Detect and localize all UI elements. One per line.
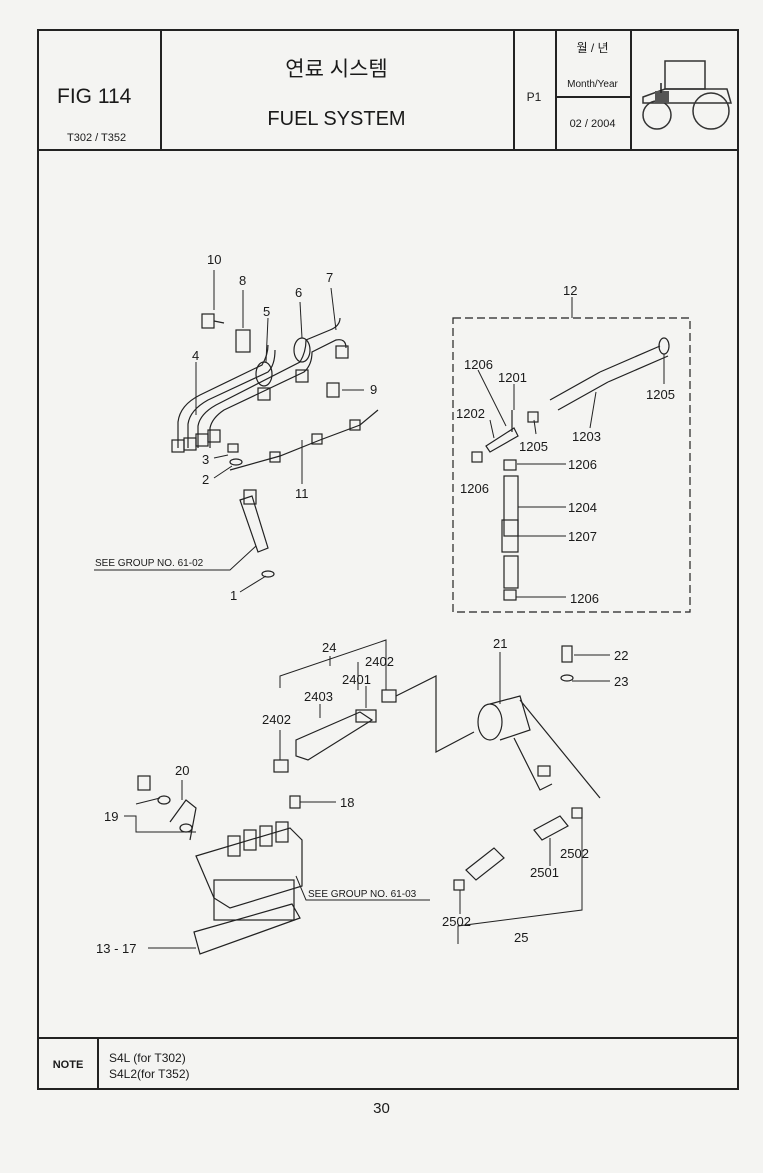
ref-6: 6 (295, 285, 302, 300)
ref-10: 10 (207, 252, 221, 267)
ref-1201: 1201 (498, 370, 527, 385)
see-group-61-03: SEE GROUP NO. 61-03 (308, 889, 417, 900)
ref-24: 24 (322, 640, 336, 655)
ref-1: 1 (230, 588, 237, 603)
ref-20: 20 (175, 763, 189, 778)
date-korean: 월 / 년 (576, 41, 609, 55)
ref-4: 4 (192, 348, 199, 363)
date-label: Month/Year (567, 79, 618, 90)
date-value: 02 / 2004 (569, 118, 616, 130)
ref-7: 7 (326, 270, 333, 285)
ref-13-17: 13 - 17 (96, 941, 136, 956)
ref-21: 21 (493, 636, 507, 651)
sheet-frame: FIG 114 T302 / T352 연료 시스템 FUEL SYSTEM P… (37, 29, 739, 1090)
tractor-icon (642, 60, 732, 130)
ref-22: 22 (614, 648, 628, 663)
ref-18: 18 (340, 795, 354, 810)
ref-1205-b: 1205 (646, 387, 675, 402)
ref-8: 8 (239, 273, 246, 288)
page-number: 30 (373, 1100, 390, 1117)
ref-2: 2 (202, 472, 209, 487)
ref-1206-a: 1206 (464, 357, 493, 372)
ref-9: 9 (370, 382, 377, 397)
ref-25: 25 (514, 930, 528, 945)
model-label: T302 / T352 (67, 132, 127, 144)
ref-12: 12 (563, 283, 577, 298)
see-group-61-02: SEE GROUP NO. 61-02 (95, 558, 204, 569)
ref-19: 19 (104, 809, 118, 824)
ref-1206-d: 1206 (570, 591, 599, 606)
title-english: FUEL SYSTEM (267, 108, 406, 130)
ref-2402-b: 2402 (262, 712, 291, 727)
ref-5: 5 (263, 304, 270, 319)
page-ref: P1 (526, 90, 542, 104)
ref-1207: 1207 (568, 529, 597, 544)
ref-1204: 1204 (568, 500, 597, 515)
ref-11: 11 (295, 486, 309, 501)
ref-23: 23 (614, 674, 628, 689)
note-row: NOTE S4L (for T302) S4L2(for T352) (39, 1037, 737, 1090)
fig-label: FIG 114 (57, 85, 132, 108)
ref-1206-c: 1206 (460, 481, 489, 496)
note-line-2: S4L2(for T352) (109, 1067, 190, 1081)
ref-1206-b: 1206 (568, 457, 597, 472)
note-line-1: S4L (for T302) (109, 1051, 186, 1065)
ref-2403: 2403 (304, 689, 333, 704)
ref-2401: 2401 (342, 672, 371, 687)
ref-2502-b: 2502 (442, 914, 471, 929)
ref-3: 3 (202, 452, 209, 467)
ref-2501: 2501 (530, 865, 559, 880)
ref-2502-a: 2502 (560, 846, 589, 861)
ref-1203: 1203 (572, 429, 601, 444)
ref-2402-a: 2402 (365, 654, 394, 669)
ref-1202: 1202 (456, 406, 485, 421)
fuel-system-diagram: 10 8 7 6 5 4 9 3 2 11 1 12 1206 1201 120… (94, 252, 691, 956)
note-label: NOTE (52, 1059, 84, 1071)
title-korean: 연료 시스템 (285, 58, 388, 81)
title-block: FIG 114 T302 / T352 연료 시스템 FUEL SYSTEM P… (39, 31, 737, 151)
ref-1205-a: 1205 (519, 439, 548, 454)
